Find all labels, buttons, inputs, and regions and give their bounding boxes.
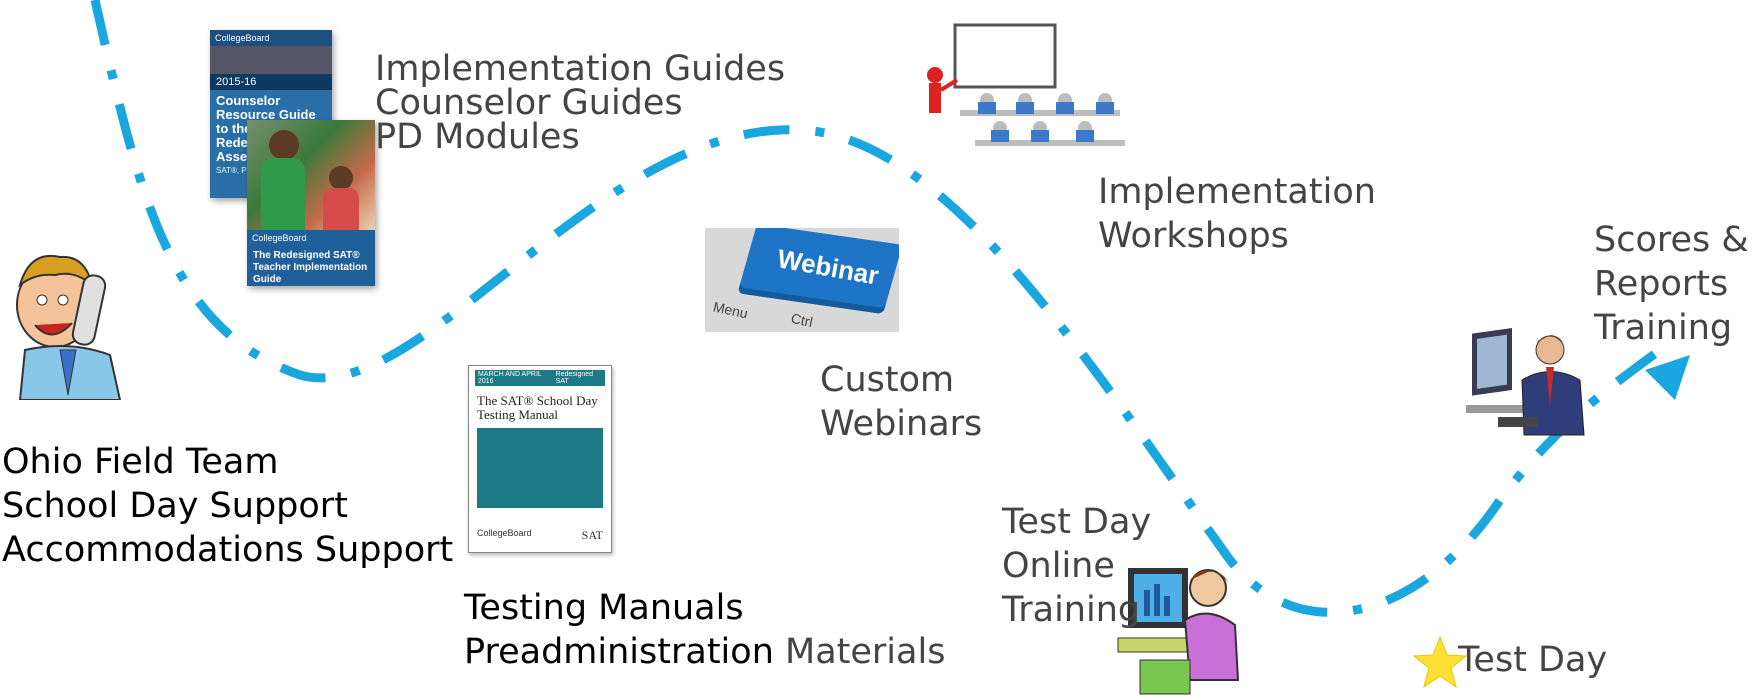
star-icon bbox=[1412, 635, 1468, 689]
webinar-keyboard-photo: Webinar Menu Ctrl bbox=[705, 228, 899, 332]
reports-line: Reports bbox=[1594, 264, 1729, 304]
field-team-line: Ohio Field Team bbox=[2, 442, 279, 482]
ctrl-key-label: Ctrl bbox=[789, 309, 815, 331]
testing-manual-cover: MARCH AND APRIL 2016 Redesigned SAT The … bbox=[468, 365, 612, 553]
testing-manuals-line: Testing Manuals bbox=[464, 588, 744, 628]
person-on-phone-icon bbox=[16, 254, 122, 400]
custom-line: Custom bbox=[820, 360, 955, 400]
manual-teal-panel bbox=[477, 428, 603, 508]
scores-line: Scores & bbox=[1594, 220, 1749, 260]
manual-tag-right: Redesigned SAT bbox=[552, 370, 605, 386]
workshops-line: Workshops bbox=[1098, 216, 1289, 256]
test-day-line: Test Day bbox=[1002, 502, 1152, 542]
menu-key-label: Menu bbox=[711, 298, 750, 322]
training-line: Training bbox=[1002, 590, 1141, 630]
teacher-cover-brand: CollegeBoard bbox=[252, 233, 307, 243]
student-at-computer-icon bbox=[1117, 568, 1240, 695]
pd-modules-line: PD Modules bbox=[375, 117, 580, 157]
counselor-guides-line: Counselor Guides bbox=[375, 83, 683, 123]
webinars-label: Custom Webinars bbox=[820, 358, 982, 446]
teacher-guide-cover: CollegeBoard The Redesigned SAT® Teacher… bbox=[247, 120, 375, 286]
cover-year: 2015-16 bbox=[210, 74, 332, 90]
webinars-line: Webinars bbox=[820, 404, 983, 444]
arrowhead-icon bbox=[1645, 355, 1690, 400]
guides-label: Implementation Guides Counselor Guides P… bbox=[375, 49, 786, 157]
training-line-2: Training bbox=[1594, 308, 1733, 348]
online-training-label: Test Day Online Training bbox=[1002, 500, 1151, 632]
online-line: Online bbox=[1002, 546, 1115, 586]
cover-brand: CollegeBoard bbox=[210, 30, 332, 46]
scores-label: Scores & Reports Training bbox=[1594, 218, 1749, 350]
test-day-label: Test Day bbox=[1458, 640, 1608, 680]
manual-brand: CollegeBoard bbox=[477, 528, 532, 538]
presenter-classroom-icon bbox=[927, 23, 1125, 146]
teacher-cover-title: The Redesigned SAT® Teacher Implementati… bbox=[253, 250, 368, 285]
preadministration-text: Preadministration bbox=[464, 632, 774, 672]
manual-title: The SAT® School Day Testing Manual bbox=[477, 393, 598, 422]
implementation-guides-line: Implementation Guides bbox=[375, 49, 786, 89]
manuals-label: Testing Manuals Preadministration Materi… bbox=[464, 586, 945, 674]
workshops-label: Implementation Workshops bbox=[1098, 170, 1376, 258]
manual-mark: SAT bbox=[581, 528, 603, 542]
accommodations-support-line: Accommodations Support bbox=[2, 530, 454, 570]
manual-tag: MARCH AND APRIL 2016 bbox=[475, 370, 553, 386]
implementation-line: Implementation bbox=[1098, 172, 1376, 212]
field-team-label: Ohio Field Team School Day Support Accom… bbox=[2, 440, 453, 572]
businessman-at-computer-icon bbox=[1466, 327, 1585, 436]
school-day-support-line: School Day Support bbox=[2, 486, 348, 526]
materials-text: Materials bbox=[773, 632, 946, 672]
